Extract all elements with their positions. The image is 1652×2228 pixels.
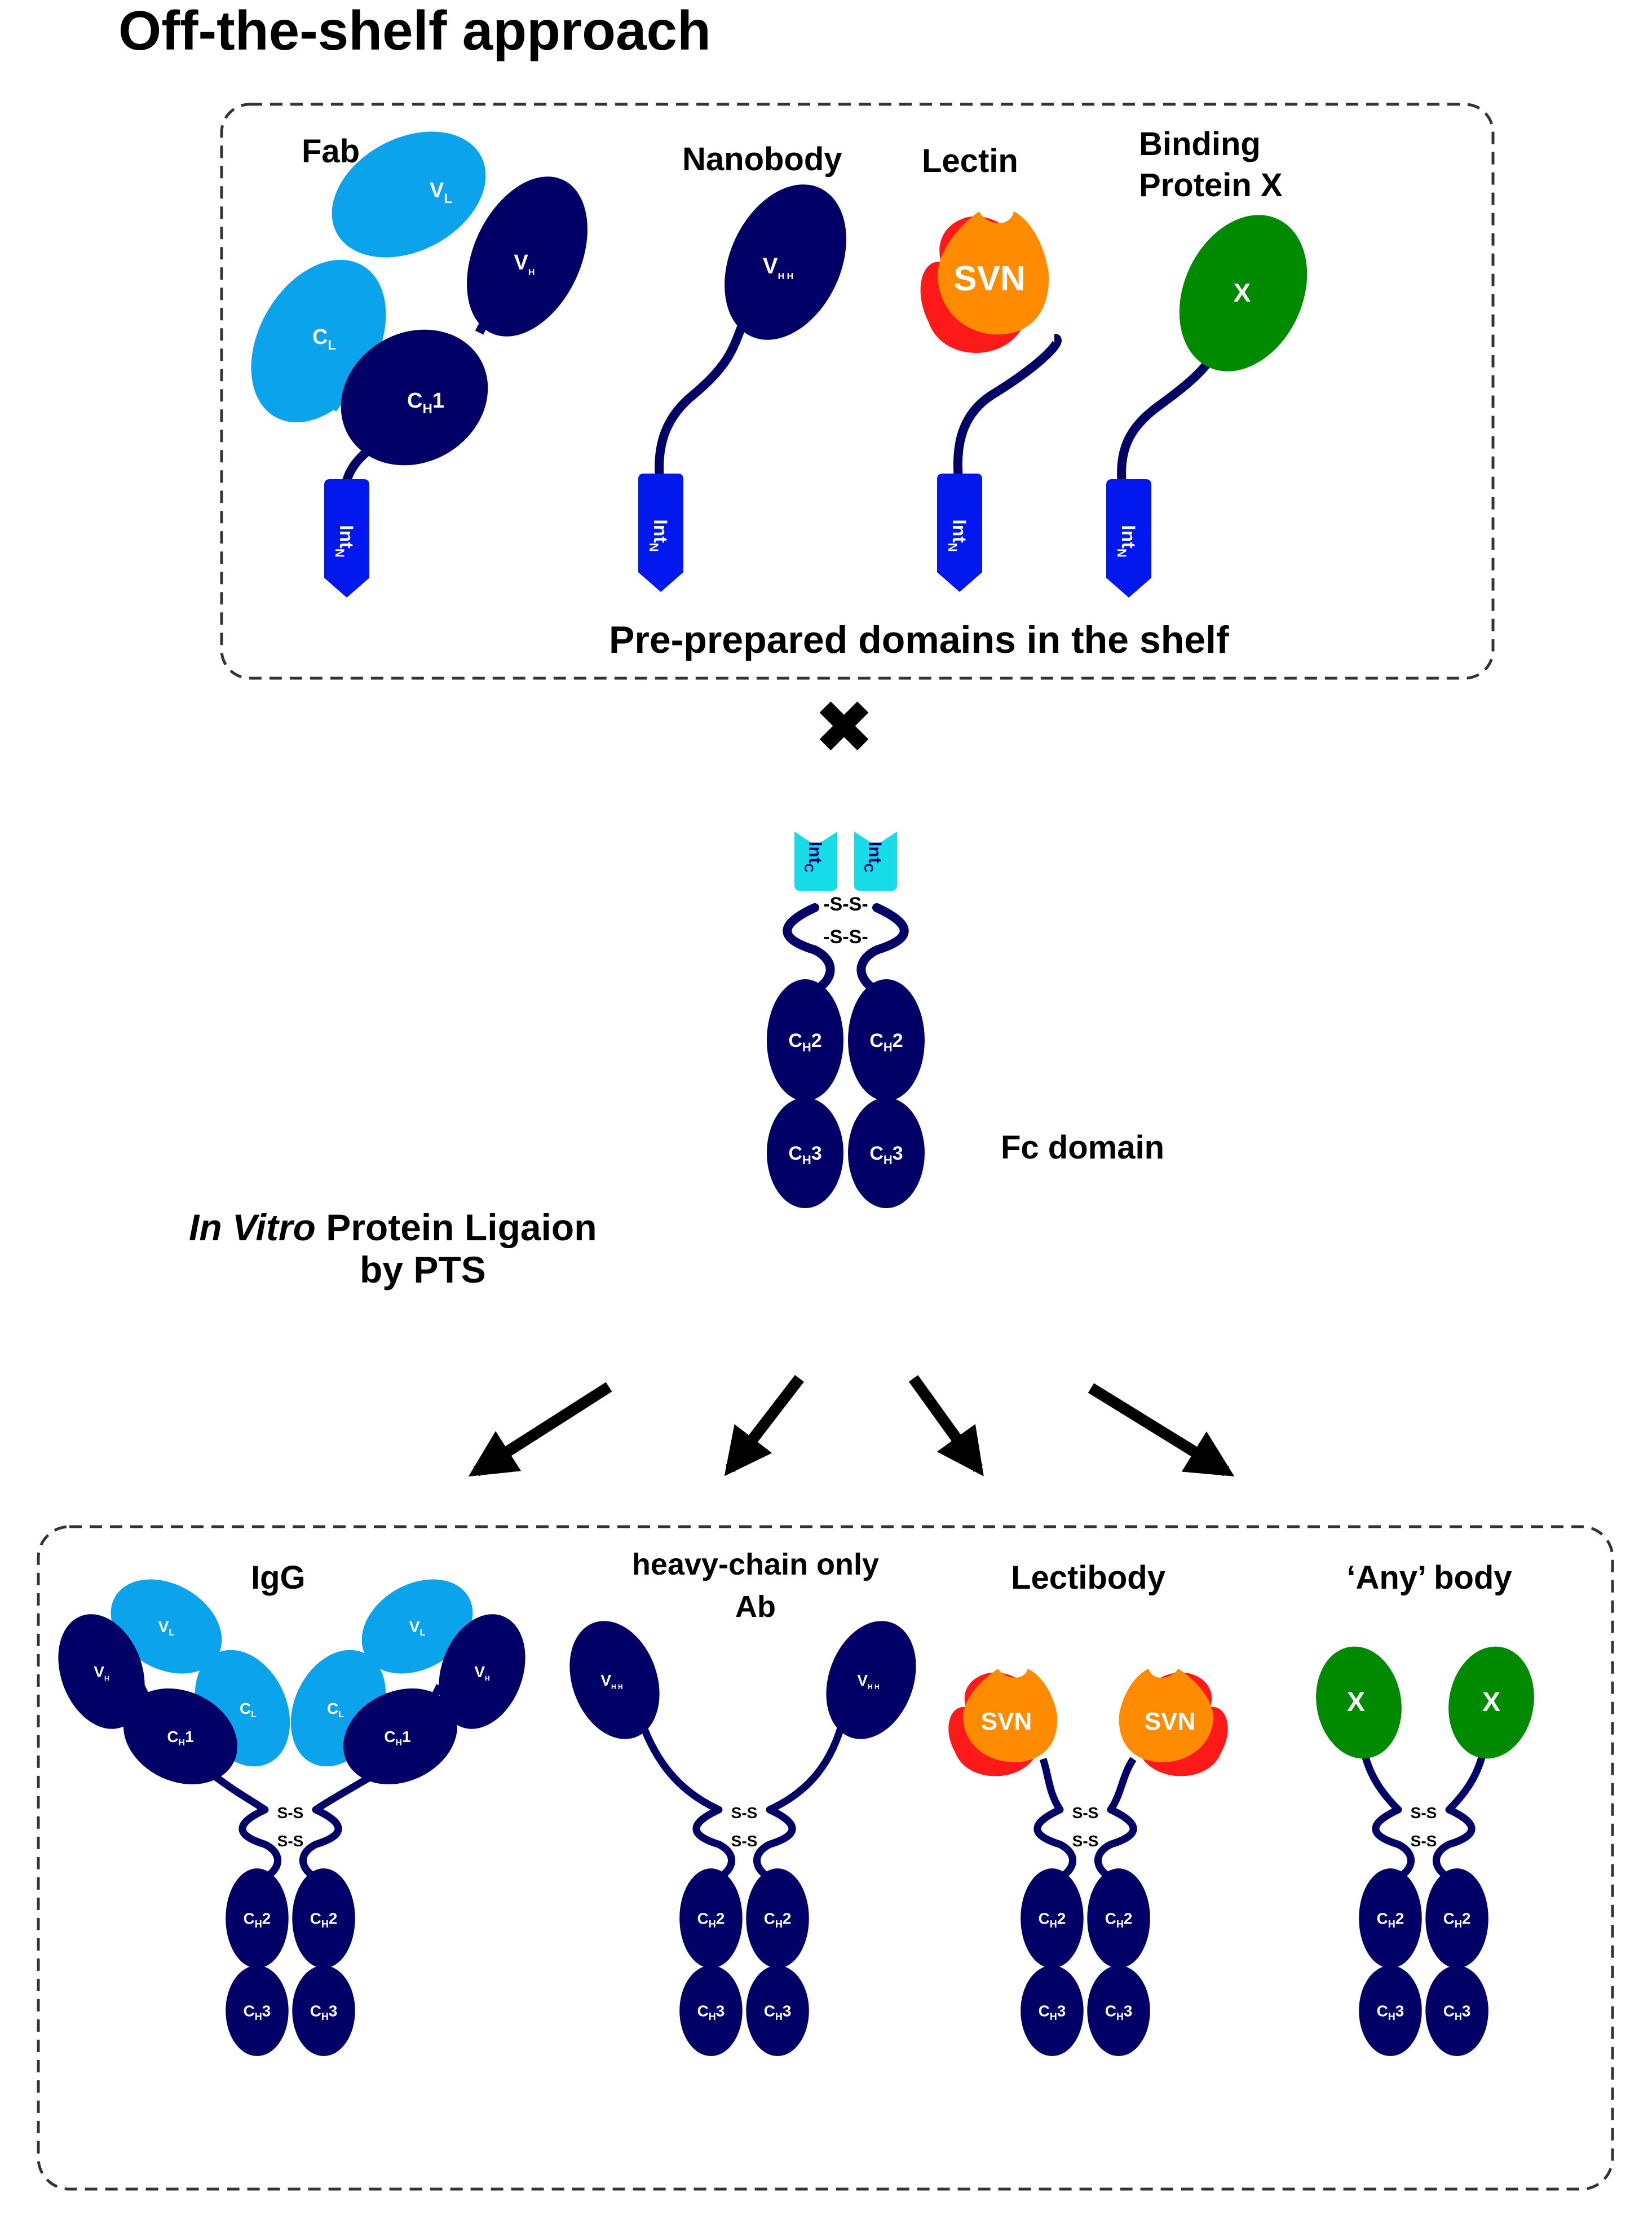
lectibody-label: Lectibody xyxy=(1011,1559,1165,1596)
igg-vl-right xyxy=(361,1579,473,1674)
product-anybody: ‘Any’ body X X S-S S-S xyxy=(1316,1559,1534,2056)
fab-vh-domain xyxy=(467,176,588,337)
method-label-line2: by PTS xyxy=(360,1249,486,1290)
anybody-label: ‘Any’ body xyxy=(1346,1559,1512,1596)
svg-text:X: X xyxy=(1482,1687,1500,1717)
hcab-disulfide-2: S-S xyxy=(731,1832,758,1850)
fc-disulfide-2: -S-S- xyxy=(823,926,868,948)
igg-disulfide-2: S-S xyxy=(277,1832,304,1850)
product-igg: IgG VL CL VH CH1 VL CL VH CH1 S-S S-S xyxy=(58,1559,525,2056)
lectin-int-n-text: IntN xyxy=(946,519,970,551)
binding-x-int-n-text: IntN xyxy=(1115,525,1139,557)
binding-x-label-line2: Protein X xyxy=(1139,167,1283,204)
binding-x-domain xyxy=(1179,215,1308,372)
nanobody-label: Nanobody xyxy=(682,141,842,178)
lectin-label: Lectin xyxy=(922,143,1018,179)
svg-text:CH1: CH1 xyxy=(384,1728,410,1748)
fab-cl-text: CL xyxy=(312,325,336,353)
nanobody-vhh-domain xyxy=(725,184,846,340)
lectin-svn-text: SVN xyxy=(953,259,1025,298)
fc-int-c-text-right: IntC xyxy=(862,842,885,873)
page-title: Off-the-shelf approach xyxy=(118,0,711,61)
svg-text:CL: CL xyxy=(240,1700,257,1719)
binding-x-label-line1: Binding xyxy=(1139,126,1261,162)
lectibody-disulfide-1: S-S xyxy=(1072,1804,1099,1822)
anybody-disulfide-2: S-S xyxy=(1411,1832,1437,1850)
anybody-x-right xyxy=(1448,1646,1534,1759)
fab-vl-text: VL xyxy=(430,179,452,206)
igg-vh-right xyxy=(439,1614,525,1729)
binding-x-text: X xyxy=(1234,278,1251,307)
svg-text:X: X xyxy=(1347,1687,1365,1717)
shelf-caption: Pre-prepared domains in the shelf xyxy=(609,618,1229,661)
svg-text:SVN: SVN xyxy=(981,1708,1032,1735)
shelf-box xyxy=(220,103,1495,680)
igg-vl-left xyxy=(111,1579,222,1674)
products-box xyxy=(37,1525,1614,2191)
anybody-disulfide-1: S-S xyxy=(1411,1804,1437,1822)
lectibody-disulfide-2: S-S xyxy=(1072,1832,1099,1850)
fab-int-n-text: IntN xyxy=(333,525,357,557)
igg-ch1-left xyxy=(123,1688,237,1785)
anybody-x-left xyxy=(1316,1646,1402,1759)
svg-text:SVN: SVN xyxy=(1145,1708,1195,1735)
shelf-lectin: Lectin SVN IntN xyxy=(920,143,1062,592)
igg-label: IgG xyxy=(251,1559,306,1596)
fab-label: Fab xyxy=(302,133,360,170)
fc-stem xyxy=(767,908,925,1208)
igg-vh-left xyxy=(58,1614,145,1729)
shelf-fab: Fab VL VH CL CH1 IntN xyxy=(251,131,588,598)
fab-ch1-text: CH1 xyxy=(407,389,444,417)
nanobody-int-n-text: IntN xyxy=(647,519,671,551)
hcab-label-line2: Ab xyxy=(735,1590,776,1624)
fc-int-c-text-left: IntC xyxy=(802,842,825,873)
hcab-label-line1: heavy-chain only xyxy=(632,1548,879,1581)
fc-domain: IntC IntC -S-S- -S-S- Fc domain xyxy=(767,832,1164,1208)
shelf-binding-protein-x: Binding Protein X X IntN xyxy=(1106,126,1308,598)
arrow-to-anybody xyxy=(1088,1383,1235,1477)
product-hcab: heavy-chain only Ab VH H VH H S-S S-S xyxy=(569,1548,916,2056)
hcab-disulfide-1: S-S xyxy=(731,1804,758,1822)
arrow-to-lectibody xyxy=(908,1375,984,1477)
product-lectibody: Lectibody SVN SVN S-S S-S xyxy=(948,1559,1228,2056)
fc-disulfide-1: -S-S- xyxy=(823,894,868,915)
arrows xyxy=(468,1374,1235,1477)
method-label-line1: In Vitro Protein Ligaion xyxy=(189,1206,597,1248)
cross-icon: ✖ xyxy=(814,686,875,768)
nanobody-vhh-text: VH H xyxy=(763,254,793,281)
fab-vl-domain xyxy=(332,131,486,258)
fab-ch1-domain xyxy=(341,329,488,466)
shelf-nanobody: Nanobody VH H IntN xyxy=(638,141,846,592)
fc-domain-label: Fc domain xyxy=(1001,1129,1164,1166)
igg-ch1-right xyxy=(343,1688,457,1785)
hcab-vhh-right xyxy=(826,1621,916,1739)
igg-disulfide-1: S-S xyxy=(277,1804,304,1822)
fab-vh-text: VH xyxy=(514,251,535,277)
arrow-to-igg xyxy=(468,1382,612,1477)
arrow-to-hcab xyxy=(724,1374,804,1477)
hcab-vhh-left xyxy=(569,1621,660,1739)
